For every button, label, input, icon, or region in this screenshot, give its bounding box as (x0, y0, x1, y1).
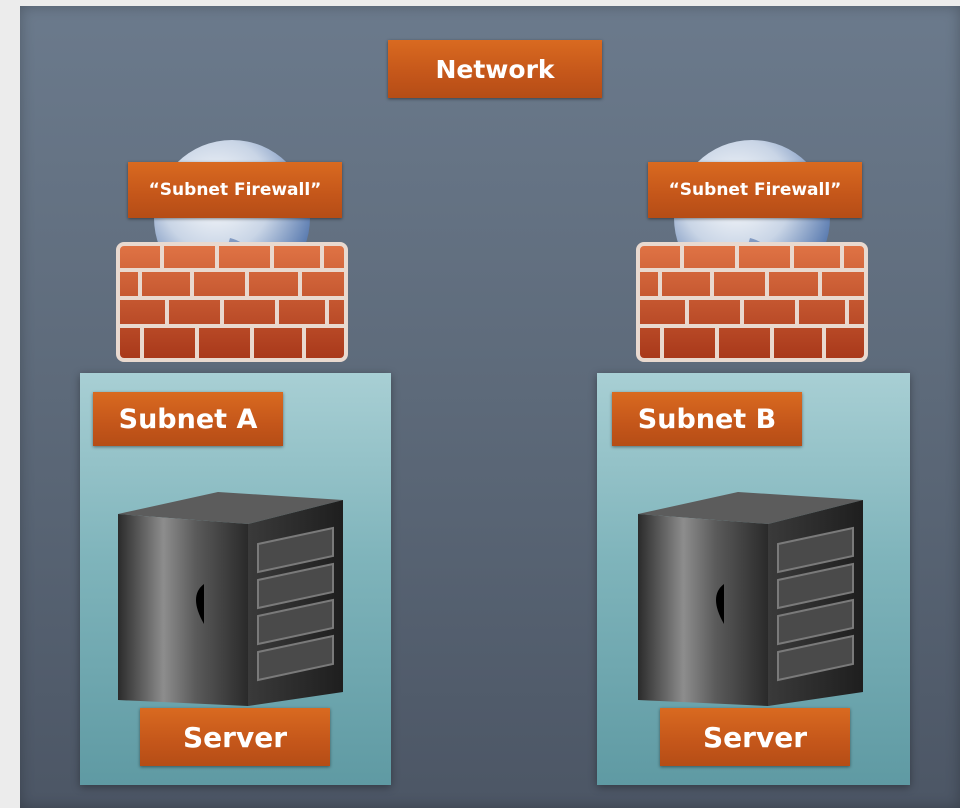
firewall-label: “Subnet Firewall” (648, 162, 862, 218)
firewall-label: “Subnet Firewall” (128, 162, 342, 218)
network-label: Network (388, 40, 602, 98)
server-label: Server (660, 708, 850, 766)
firewall-globe-icon (636, 140, 868, 362)
subnet-b-label: Subnet B (612, 392, 802, 446)
subnet-a-label: Subnet A (93, 392, 283, 446)
server-tower-icon (118, 492, 343, 706)
server-label: Server (140, 708, 330, 766)
firewall-globe-icon (116, 140, 348, 362)
server-tower-icon (638, 492, 863, 706)
